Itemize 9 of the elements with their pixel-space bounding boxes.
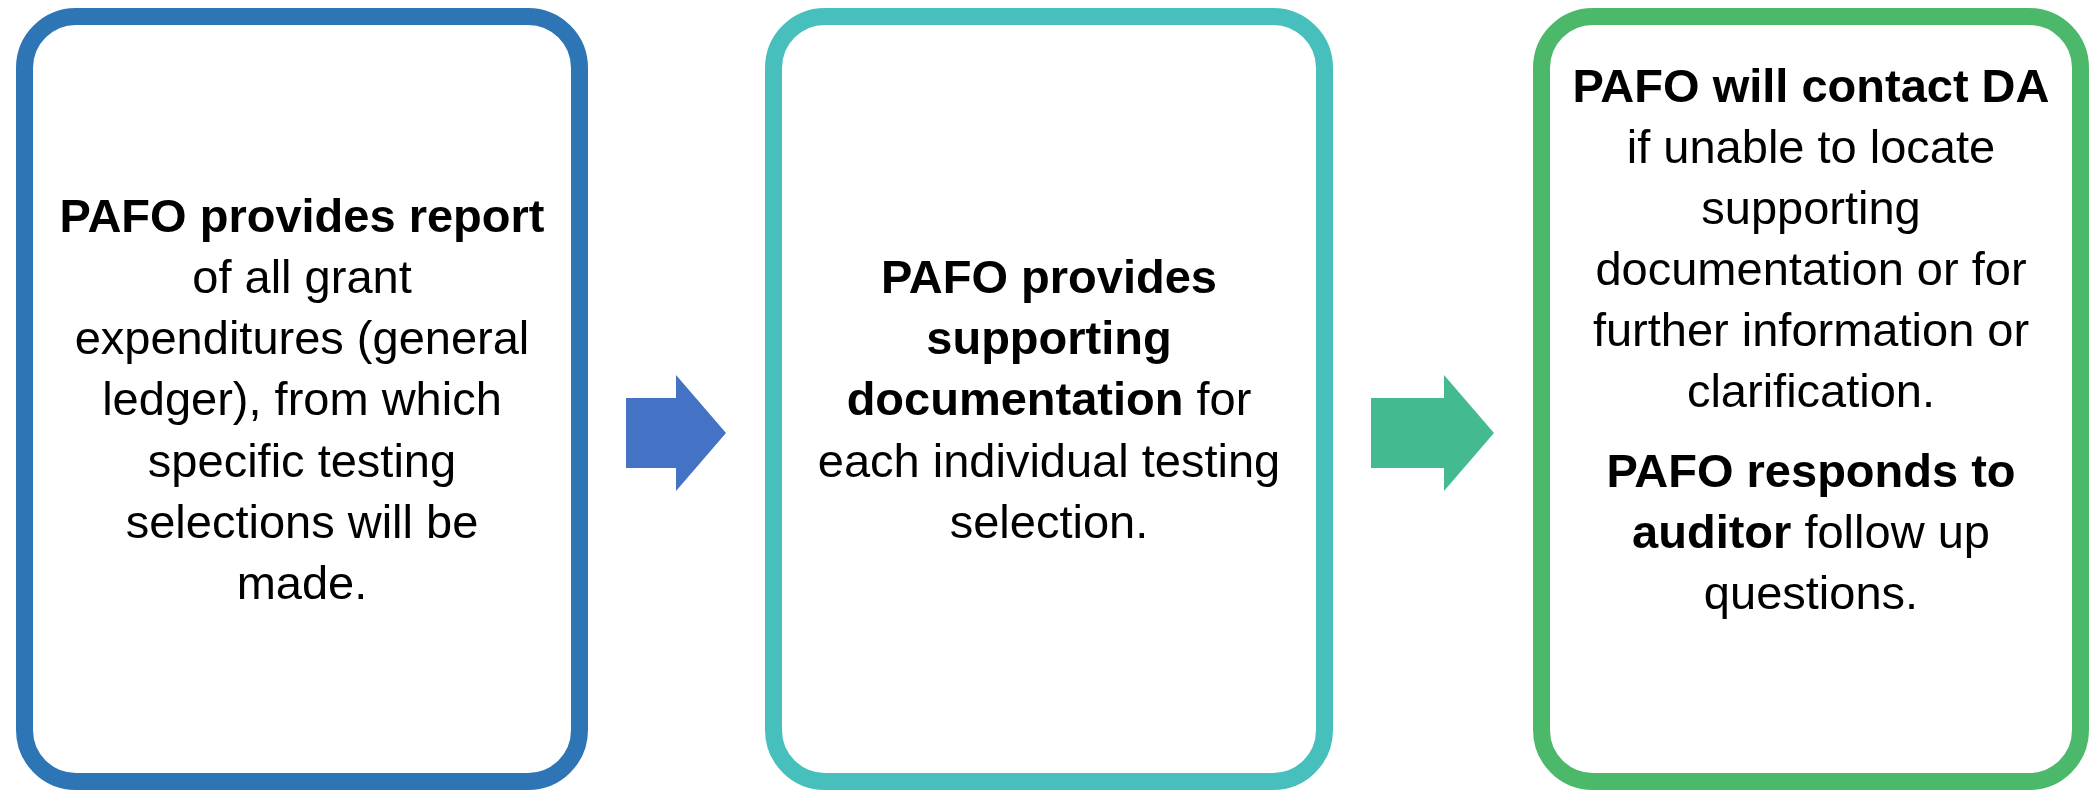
- step-text: PAFO provides supporting documentation for each individual testing selection.: [816, 249, 1282, 550]
- step-text: PAFO will contact DA if unable to locate supporting documentation or for further information or clarification.: [1572, 58, 2050, 420]
- block-arrow: [626, 375, 726, 491]
- process-box: [1533, 8, 2089, 790]
- block-arrow: [1371, 375, 1494, 491]
- process-box: [765, 8, 1333, 790]
- step-text: PAFO responds to auditor follow up questions.: [1605, 442, 2017, 621]
- process-box: [16, 8, 588, 790]
- step-text: PAFO provides report of all grant expenditures (general ledger), from which specific testing selections will be made.: [58, 188, 546, 611]
